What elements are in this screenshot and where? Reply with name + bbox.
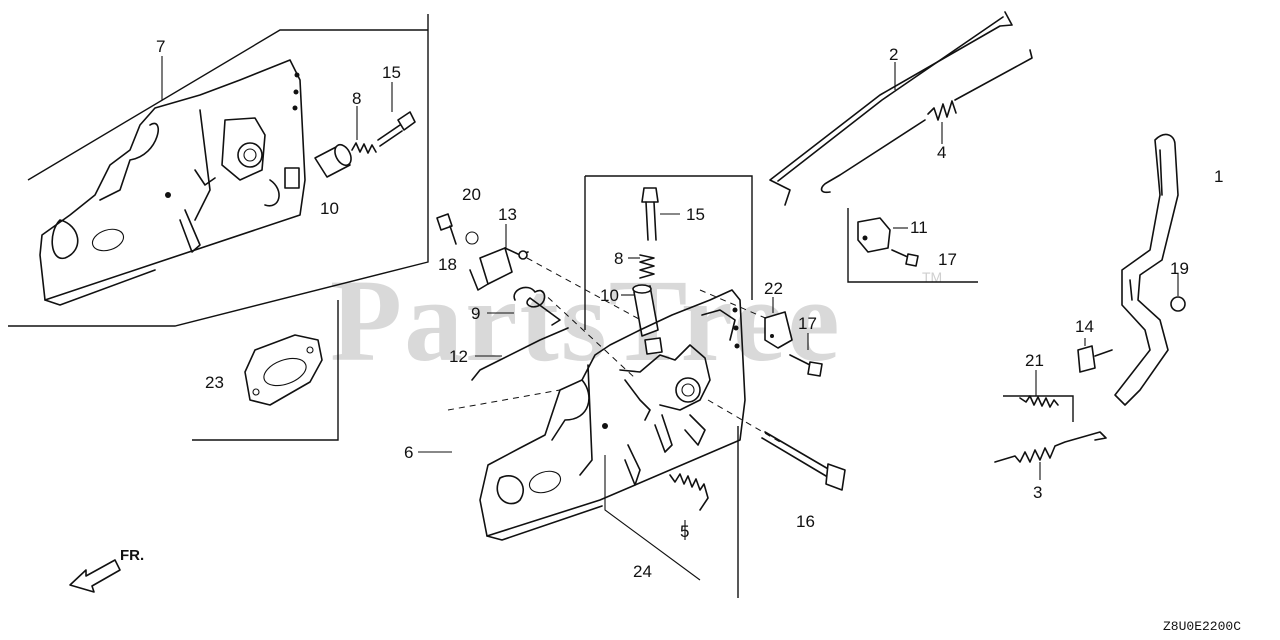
- callout-24[interactable]: 24: [633, 562, 652, 581]
- callout-18[interactable]: 18: [438, 255, 457, 274]
- callout-7[interactable]: 7: [156, 37, 165, 56]
- callout-17-lower[interactable]: 17: [798, 314, 817, 333]
- front-arrow-icon: [69, 559, 121, 593]
- parts-14-21-3: [994, 338, 1113, 480]
- callout-labels: 7 15 8 10 2 4 1 20 13 18 9 12 15 8 10 11…: [156, 37, 1223, 581]
- callout-23[interactable]: 23: [205, 373, 224, 392]
- callout-8-upper[interactable]: 8: [352, 89, 361, 108]
- callout-1[interactable]: 1: [1214, 167, 1223, 186]
- callout-2[interactable]: 2: [889, 45, 898, 64]
- rods-2-4: [769, 11, 1033, 206]
- callout-16[interactable]: 16: [796, 512, 815, 531]
- callout-17-upper[interactable]: 17: [938, 250, 957, 269]
- callout-19[interactable]: 19: [1170, 259, 1189, 278]
- callout-9[interactable]: 9: [471, 304, 480, 323]
- diagram-code: Z8U0E2200C: [1163, 619, 1241, 634]
- callout-4[interactable]: 4: [937, 143, 946, 162]
- front-direction-label: FR.: [120, 547, 144, 564]
- watermark-trademark: TM: [922, 269, 942, 285]
- callout-15-upper[interactable]: 15: [382, 63, 401, 82]
- part-1-lever: [1114, 133, 1186, 406]
- callout-8-center[interactable]: 8: [614, 249, 623, 268]
- part-11-group: [847, 208, 978, 283]
- part-23-gasket: [192, 300, 339, 441]
- callout-12[interactable]: 12: [449, 347, 468, 366]
- callout-5[interactable]: 5: [680, 522, 689, 541]
- callout-20[interactable]: 20: [462, 185, 481, 204]
- callout-10-upper[interactable]: 10: [320, 199, 339, 218]
- callout-10-center[interactable]: 10: [600, 286, 619, 305]
- parts-13-20-9-12: [436, 213, 651, 381]
- callout-21[interactable]: 21: [1025, 351, 1044, 370]
- callout-22[interactable]: 22: [764, 279, 783, 298]
- callout-3[interactable]: 3: [1033, 483, 1042, 502]
- callout-13[interactable]: 13: [498, 205, 517, 224]
- callout-11[interactable]: 11: [910, 218, 928, 237]
- front-direction-indicator: FR.: [69, 547, 144, 593]
- callout-6[interactable]: 6: [404, 443, 413, 462]
- callout-15-center[interactable]: 15: [686, 205, 705, 224]
- assembly-7-group: [8, 14, 429, 327]
- callout-14[interactable]: 14: [1075, 317, 1094, 336]
- central-assembly: [418, 175, 846, 598]
